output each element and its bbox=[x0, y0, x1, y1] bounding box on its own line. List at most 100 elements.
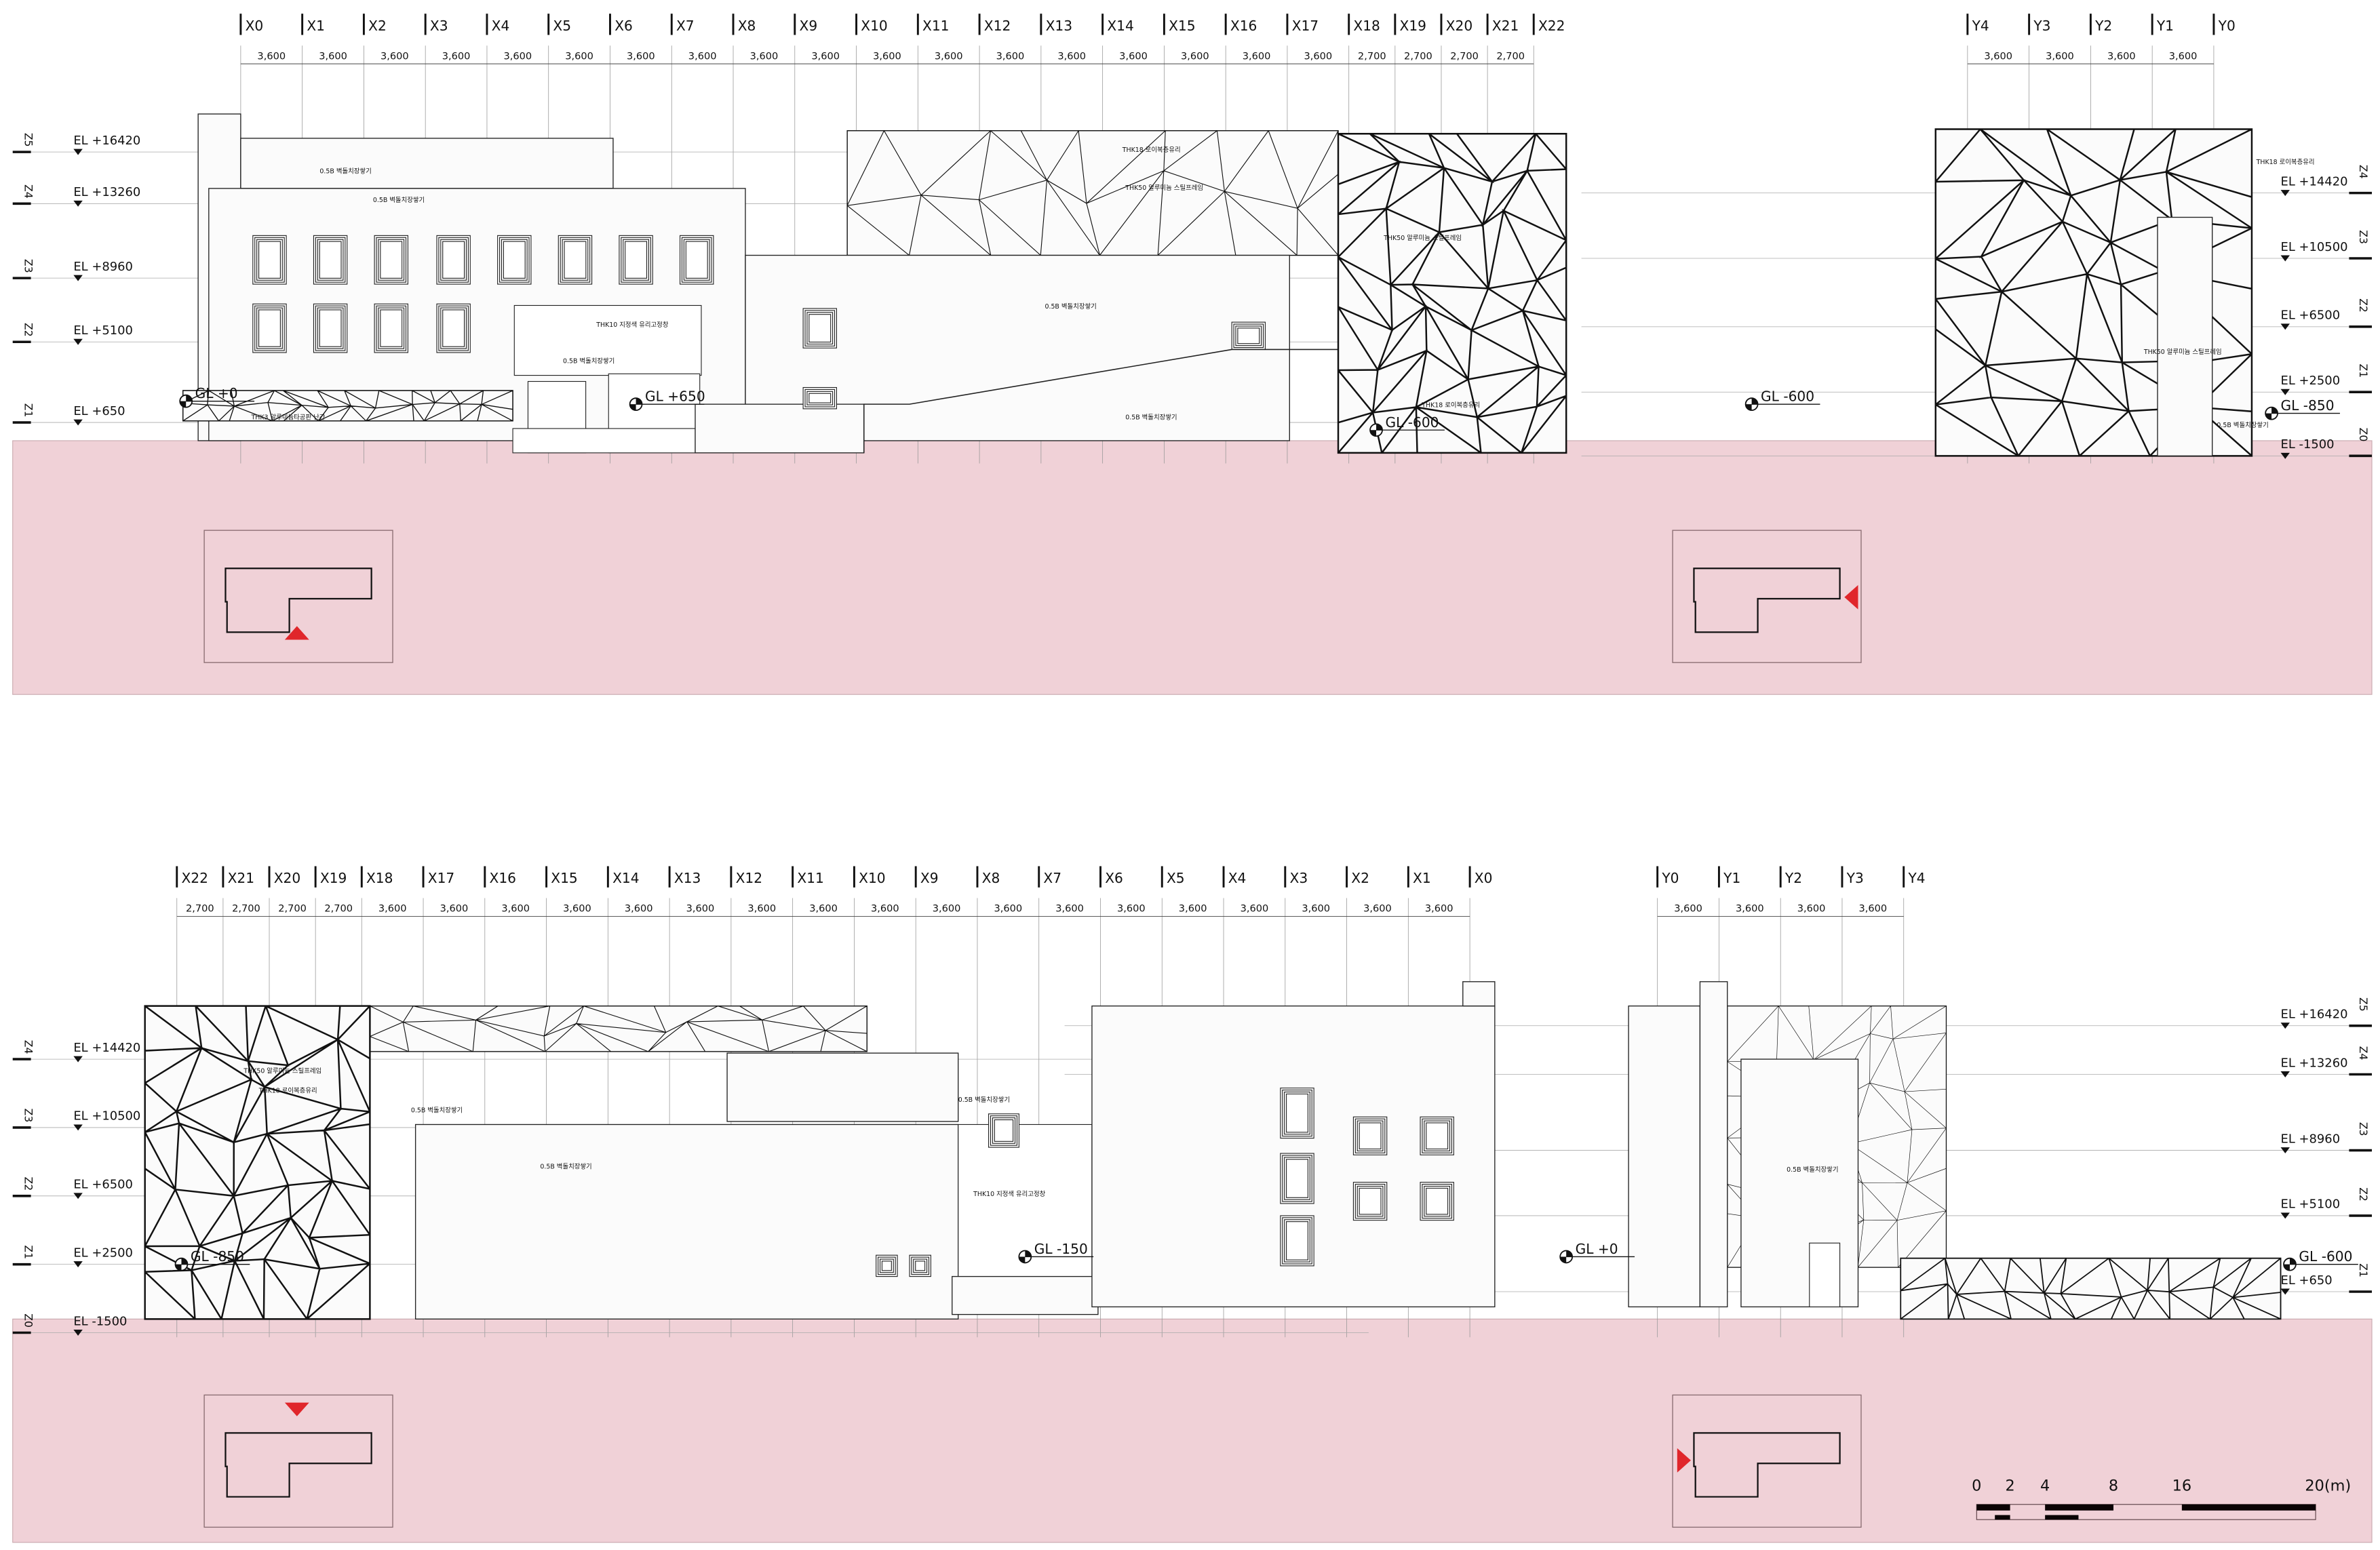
grid-dimension: 3,600 bbox=[688, 50, 717, 62]
facade-tower-west bbox=[144, 1005, 371, 1320]
grid-dimension: 3,600 bbox=[1117, 903, 1146, 915]
ground-level-label: GL -850 bbox=[191, 1248, 244, 1265]
window-frame bbox=[1426, 1187, 1449, 1215]
level-elevation-label: EL +13260 bbox=[73, 185, 140, 199]
level-triangle-icon bbox=[73, 275, 83, 281]
scale-bar-segment bbox=[2045, 1515, 2079, 1520]
level-triangle-icon bbox=[2280, 323, 2290, 330]
level-triangle-icon bbox=[73, 1193, 83, 1199]
material-note: 0.5B 벽돌치장쌓기 bbox=[563, 357, 614, 365]
grid-dimension: 2,700 bbox=[1404, 50, 1432, 62]
grid-axis-label: X2 bbox=[368, 18, 387, 34]
level-triangle-icon bbox=[73, 338, 83, 345]
window-frame bbox=[1359, 1187, 1382, 1215]
window bbox=[1420, 1116, 1454, 1155]
grid-dimension: 3,600 bbox=[1363, 903, 1392, 915]
grid-axis-label: X3 bbox=[430, 18, 448, 34]
window-frame bbox=[1286, 1221, 1308, 1260]
window bbox=[1280, 1215, 1314, 1267]
window-frame bbox=[442, 241, 465, 279]
material-note: THK50 알루미늄 스틸프레임 bbox=[1125, 184, 1203, 192]
level-triangle-icon bbox=[73, 1124, 83, 1131]
level-triangle-icon bbox=[73, 419, 83, 426]
ground-level-label: GL -600 bbox=[2299, 1248, 2352, 1265]
grid-dimension: 2,700 bbox=[1358, 50, 1386, 62]
level-elevation-label: EL +16420 bbox=[73, 134, 140, 148]
window-frame bbox=[319, 309, 342, 347]
grid-axis-label: X15 bbox=[1169, 18, 1195, 34]
material-note: 0.5B 벽돌치장쌓기 bbox=[958, 1096, 1010, 1104]
window bbox=[802, 386, 837, 410]
window-frame bbox=[564, 241, 587, 279]
key-plan-frame bbox=[203, 1394, 393, 1528]
perforated-railing-canopy-pattern bbox=[1900, 1257, 2282, 1320]
level-axis-label: Z1 bbox=[22, 403, 35, 418]
level-elevation-label: EL +14420 bbox=[73, 1041, 140, 1055]
view-direction-marker-icon bbox=[284, 626, 309, 640]
level-axis-label: Z1 bbox=[22, 1245, 35, 1259]
view-direction-marker-icon bbox=[1677, 1448, 1691, 1473]
ground-level-label: GL -850 bbox=[2281, 397, 2335, 414]
grid-axis-label: X12 bbox=[736, 870, 762, 886]
scale-bar-frame bbox=[1976, 1504, 2316, 1520]
grid-dimension: 2,700 bbox=[324, 903, 353, 915]
grid-axis-label: X5 bbox=[553, 18, 571, 34]
window-frame bbox=[994, 1119, 1014, 1142]
building-low-volume bbox=[695, 403, 865, 454]
grid-dimension: 3,600 bbox=[1243, 50, 1271, 62]
level-triangle-icon bbox=[73, 200, 83, 207]
material-note: THK18 로이복층유리 bbox=[1122, 146, 1181, 154]
entrance-door bbox=[1809, 1242, 1841, 1307]
facet-lines bbox=[1337, 132, 1567, 454]
level-axis-label: Z2 bbox=[22, 1177, 35, 1191]
window bbox=[1352, 1182, 1388, 1221]
grid-axis-label: X14 bbox=[1107, 18, 1133, 34]
grid-dimension: 3,600 bbox=[1674, 903, 1702, 915]
grid-axis-label: X10 bbox=[859, 870, 885, 886]
grid-dimension: 3,600 bbox=[1736, 903, 1764, 915]
grid-dimension: 2,700 bbox=[232, 903, 260, 915]
key-plan-outline bbox=[1693, 568, 1841, 633]
building-east-volume bbox=[1628, 1005, 1701, 1308]
level-elevation-label: EL +2500 bbox=[2281, 374, 2341, 388]
grid-dimension: 3,600 bbox=[625, 903, 653, 915]
grid-axis-label: Y4 bbox=[1972, 18, 1989, 34]
grid-axis-label: X20 bbox=[274, 870, 300, 886]
level-axis-label: Z3 bbox=[22, 1109, 35, 1123]
glazing-fixed-window bbox=[513, 304, 702, 376]
level-elevation-label: EL +5100 bbox=[2281, 1197, 2341, 1212]
level-axis-label: Z1 bbox=[2357, 363, 2370, 378]
level-triangle-icon bbox=[73, 148, 83, 155]
grid-dimension: 3,600 bbox=[1119, 50, 1148, 62]
material-note: THK18 로이복층유리 bbox=[258, 1087, 317, 1094]
material-note: THK10 지정색 유리고정창 bbox=[973, 1191, 1046, 1198]
grid-axis-label: X0 bbox=[1475, 870, 1493, 886]
grid-dimension: 3,600 bbox=[257, 50, 286, 62]
grid-axis-label: X9 bbox=[800, 18, 818, 34]
window bbox=[619, 235, 653, 285]
grid-axis-label: X2 bbox=[1351, 870, 1369, 886]
roof-parapet bbox=[1462, 981, 1496, 1007]
level-elevation-label: EL +650 bbox=[73, 404, 125, 418]
grid-dimension: 3,600 bbox=[381, 50, 409, 62]
grid-axis-label: X6 bbox=[614, 18, 633, 34]
building-main-volume bbox=[414, 1124, 959, 1320]
grid-axis-label: X6 bbox=[1105, 870, 1123, 886]
grid-dimension: 3,600 bbox=[994, 903, 1023, 915]
level-elevation-label: EL +10500 bbox=[2281, 240, 2348, 254]
grid-dimension: 2,700 bbox=[1450, 50, 1479, 62]
building-upper-volume bbox=[240, 138, 614, 189]
grid-axis-label: X1 bbox=[307, 18, 325, 34]
level-elevation-label: EL +6500 bbox=[73, 1178, 133, 1192]
grid-dimension: 3,600 bbox=[2046, 50, 2074, 62]
grid-axis-label: X15 bbox=[551, 870, 577, 886]
grid-axis-label: X9 bbox=[920, 870, 939, 886]
grid-dimension: 3,600 bbox=[933, 903, 961, 915]
grid-dimension: 3,600 bbox=[442, 50, 471, 62]
level-axis-label: Z3 bbox=[2357, 230, 2370, 244]
window bbox=[1231, 321, 1266, 351]
perforated-railing-canopy bbox=[1900, 1258, 2282, 1320]
level-elevation-label: EL +13260 bbox=[2281, 1056, 2348, 1070]
grid-dimension: 2,700 bbox=[186, 903, 214, 915]
window bbox=[802, 308, 837, 349]
